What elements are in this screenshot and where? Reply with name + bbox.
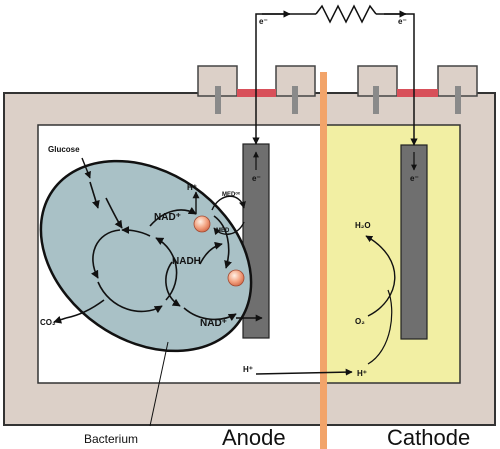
proton-to-cathode-arrow	[367, 289, 393, 365]
bacterium-caption: Bacterium	[84, 432, 138, 446]
cathode-chamber	[322, 124, 461, 384]
nad-plus-top-label: NAD⁺	[154, 212, 181, 223]
glucose-label: Glucose	[48, 145, 80, 154]
external-circuit	[252, 4, 418, 146]
nad-plus-bottom-label: NAD⁺	[200, 318, 227, 329]
med-red-label: MED	[216, 228, 230, 234]
glucose-arrow	[81, 157, 91, 179]
metabolic-cycles	[53, 181, 237, 324]
seal-strip-right	[397, 89, 438, 97]
nadh-label: NADH	[172, 256, 201, 267]
cathode-caption: Cathode	[387, 425, 470, 449]
med-ox-label: MEDᵒˣ	[222, 192, 241, 198]
h-plus-anode-label: H⁺	[243, 365, 253, 374]
h-plus-cathode-label: H⁺	[357, 369, 367, 378]
co2-label: CO₂	[40, 318, 56, 327]
cathode-reaction-arrow	[365, 235, 396, 317]
anode-electron-marker: e⁻	[252, 151, 261, 183]
cathode-electron-marker: e⁻	[410, 152, 419, 183]
electron-label-right: e⁻	[398, 17, 407, 26]
membrane-protein-bottom	[227, 269, 245, 287]
o2-label: O₂	[355, 317, 365, 326]
cathode-electrode	[400, 144, 428, 340]
h-plus-bacterium-label: H⁺	[187, 183, 197, 192]
mediator-cycle	[192, 191, 263, 322]
electron-label-left: e⁻	[259, 17, 268, 26]
bacterium-pointer	[149, 341, 169, 427]
membrane-protein-top	[193, 215, 211, 233]
anode-caption: Anode	[222, 425, 286, 449]
svg-text:e⁻: e⁻	[252, 174, 261, 183]
membrane	[320, 72, 327, 449]
proton-transport-arrow	[255, 368, 353, 376]
h2o-label: H₂O	[355, 221, 371, 230]
electrode-caps	[197, 65, 478, 114]
svg-text:e⁻: e⁻	[410, 174, 419, 183]
